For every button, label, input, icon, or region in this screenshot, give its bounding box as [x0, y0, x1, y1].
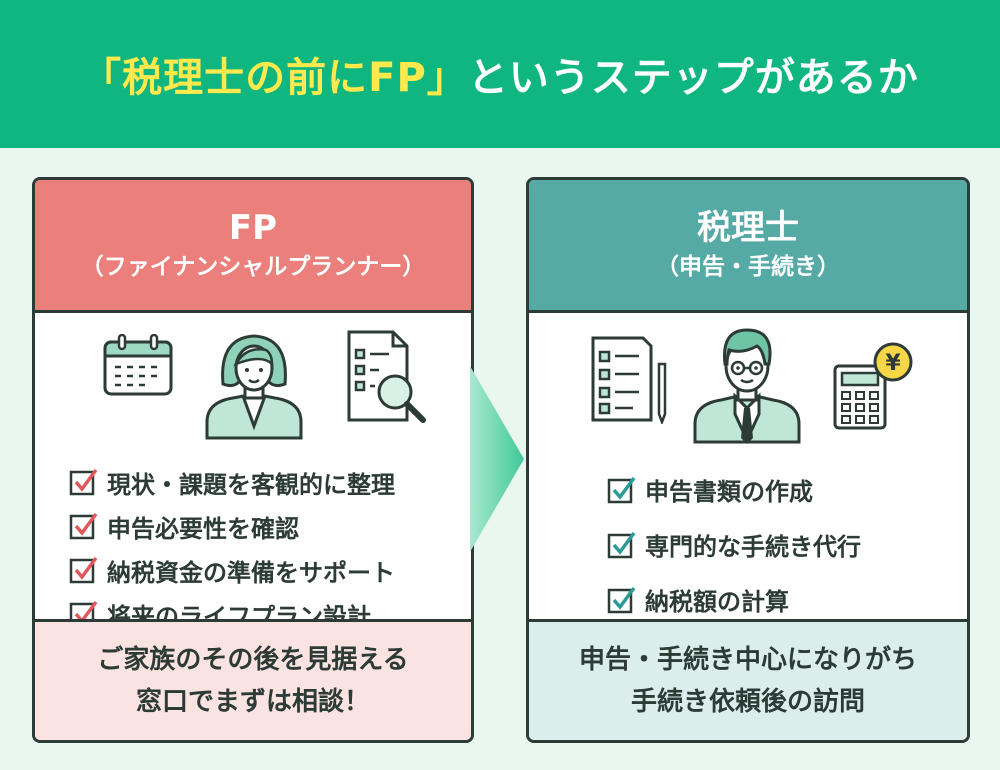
- yen-symbol: ¥: [885, 351, 901, 376]
- tax-card-subtitle: （申告・手続き）: [656, 254, 840, 280]
- fp-footer-line1: ご家族のその後を見据える: [97, 645, 409, 675]
- tax-checklist: 申告書類の作成 専門的な手続き代行 納税額の計算: [607, 462, 967, 627]
- document-magnifier-icon: [347, 330, 426, 423]
- list-item: 納税資金の準備をサポート: [69, 548, 471, 592]
- tax-card-footer: 申告・手続き中心になりがち 手続き依頼後の訪問: [529, 619, 967, 740]
- header-banner: 「税理士の前にFP」というステップがあるか: [0, 0, 1000, 148]
- fp-footer-line2: 窓口でまずは相談！: [135, 687, 370, 717]
- list-item-label: 現状・課題を客観的に整理: [107, 470, 395, 499]
- checkbox-checked-icon: [69, 512, 98, 540]
- fp-card-footer: ご家族のその後を見据える 窓口でまずは相談！: [35, 619, 471, 740]
- page-title: 「税理士の前にFP」というステップがあるか: [81, 45, 919, 103]
- calculator-yen-icon: ¥: [833, 342, 913, 430]
- female-advisor-icon: [205, 334, 303, 440]
- calendar-icon: [103, 334, 173, 396]
- tax-footer-line2: 手続き依頼後の訪問: [630, 687, 865, 717]
- tax-card-title: 税理士: [697, 208, 799, 248]
- list-item-label: 専門的な手続き代行: [645, 533, 861, 561]
- tax-card-header: 税理士 （申告・手続き）: [529, 180, 967, 313]
- checkbox-checked-icon: [69, 556, 98, 584]
- checkbox-checked-icon: [607, 531, 636, 558]
- checklist-document-icon: [591, 336, 667, 424]
- checkbox-checked-icon: [607, 476, 636, 503]
- list-item: 申告書類の作成: [607, 462, 967, 517]
- checkbox-checked-icon: [607, 586, 636, 613]
- tax-icon-row: ¥: [529, 320, 967, 445]
- list-item-label: 申告必要性を確認: [107, 514, 299, 543]
- fp-checklist: 現状・課題を客観的に整理 申告必要性を確認 納税資金の準備をサポート 将来のライ…: [69, 460, 471, 636]
- list-item-label: 申告書類の作成: [645, 478, 813, 506]
- fp-card-subtitle: （ファイナンシャルプランナー）: [80, 254, 426, 280]
- list-item: 現状・課題を客観的に整理: [69, 460, 471, 504]
- fp-card: FP （ファイナンシャルプランナー）: [32, 177, 474, 743]
- fp-card-title: FP: [228, 208, 278, 248]
- next-step-arrow-icon: [470, 366, 524, 552]
- list-item-label: 納税額の計算: [645, 588, 789, 616]
- fp-card-header: FP （ファイナンシャルプランナー）: [35, 180, 471, 313]
- title-highlight: 「税理士の前にFP」: [81, 55, 468, 101]
- title-rest: というステップがあるか: [467, 55, 919, 101]
- male-accountant-icon: [693, 328, 801, 444]
- list-item: 申告必要性を確認: [69, 504, 471, 548]
- tax-footer-line1: 申告・手続き中心になりがち: [578, 645, 917, 675]
- list-item: 専門的な手続き代行: [607, 517, 967, 572]
- list-item: 納税額の計算: [607, 572, 967, 627]
- list-item-label: 納税資金の準備をサポート: [107, 558, 395, 587]
- fp-icon-row: [35, 320, 471, 445]
- tax-accountant-card: 税理士 （申告・手続き）: [526, 177, 970, 743]
- checkbox-checked-icon: [69, 468, 98, 496]
